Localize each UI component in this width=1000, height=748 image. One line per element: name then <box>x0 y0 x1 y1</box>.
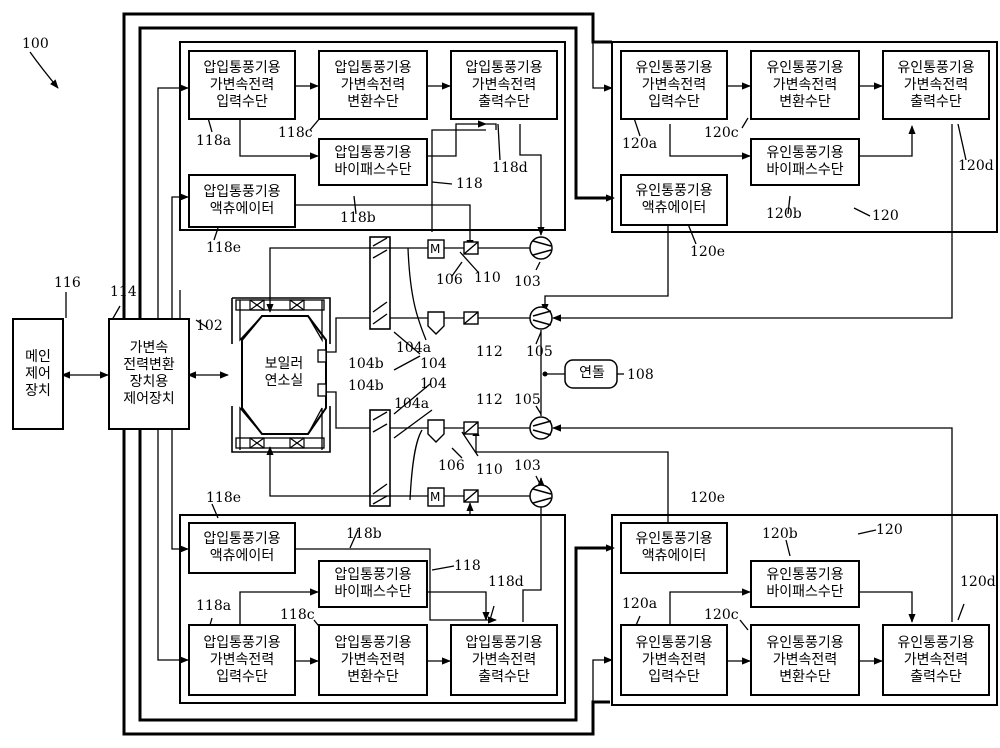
ref-fd-bypass-upper: 118b <box>340 210 376 226</box>
fd-input-box-lower: 압입통풍기용 가변속전력 입력수단 <box>188 624 296 696</box>
ref-fd-actuator-upper: 118e <box>206 240 241 256</box>
id-bypass-box-upper: 유인통풍기용 바이패스수단 <box>750 138 860 186</box>
ref-fd-group-upper: 118 <box>456 176 483 192</box>
ref-id-fan-lower: 105 <box>514 392 541 408</box>
ref-id-convert-lower: 120c <box>704 607 739 623</box>
ref-fd-convert-lower: 118c <box>280 607 315 623</box>
motor-letter-lower: M <box>430 489 440 505</box>
ref-id-output-upper: 120d <box>958 158 994 174</box>
ref-fd-output-lower: 118d <box>488 574 524 590</box>
ref-preheater-lower: 104 <box>420 376 447 392</box>
fd-bypass-box-upper: 압입통풍기용 바이패스수단 <box>318 138 428 186</box>
ref-fd-fan-upper: 103 <box>514 274 541 290</box>
id-input-box-lower: 유인통풍기용 가변속전력 입력수단 <box>620 624 728 696</box>
id-output-box-lower: 유인통풍기용 가변속전력 출력수단 <box>882 624 990 696</box>
ref-fd-bypass-lower: 118b <box>346 526 382 542</box>
fd-actuator-box-lower: 압입통풍기용 액츄에이터 <box>188 522 296 574</box>
id-input-box-upper: 유인통풍기용 가변속전력 입력수단 <box>620 50 728 120</box>
ref-id-bypass-upper: 120b <box>766 206 802 222</box>
ref-fd-convert-upper: 118c <box>278 125 313 141</box>
boiler-label: 보일러 연소실 <box>252 356 316 390</box>
ref-fd-input-upper: 118a <box>196 133 231 149</box>
stack-label: 연돌 <box>572 365 612 382</box>
id-actuator-box-upper: 유인통풍기용 액츄에이터 <box>620 174 728 226</box>
ref-stack: 108 <box>627 367 654 383</box>
ref-id-group-lower: 120 <box>876 522 903 538</box>
ref-preheater-upper: 104 <box>420 356 447 372</box>
ref-fd-actuator-lower: 118e <box>206 490 241 506</box>
fd-output-box-lower: 압입통풍기용 가변속전력 출력수단 <box>450 624 558 696</box>
ref-id-group-upper: 120 <box>872 208 899 224</box>
ref-fd-group-lower: 118 <box>454 558 481 574</box>
ref-fd-fan-lower: 103 <box>514 458 541 474</box>
ref-damper-upper: 106 <box>436 272 463 288</box>
ref-fd-input-lower: 118a <box>196 598 231 614</box>
ref-id-damper-lower: 112 <box>476 392 503 408</box>
ref-id-damper-upper: 112 <box>476 344 503 360</box>
fd-output-box-upper: 압입통풍기용 가변속전력 출력수단 <box>450 50 558 120</box>
id-convert-box-lower: 유인통풍기용 가변속전력 변환수단 <box>750 624 860 696</box>
fd-actuator-box-upper: 압입통풍기용 액츄에이터 <box>188 174 296 228</box>
ref-preheater-a-lower: 104a <box>394 396 429 412</box>
ref-preheater-a-upper: 104a <box>396 340 431 356</box>
ref-boiler: 102 <box>196 318 223 334</box>
fd-convert-box-lower: 압입통풍기용 가변속전력 변환수단 <box>318 624 428 696</box>
vsd-controller-box: 가변속 전력변환 장치용 제어장치 <box>108 318 190 430</box>
ref-fd-damper-upper: 110 <box>474 270 501 286</box>
id-bypass-box-lower: 유인통풍기용 바이패스수단 <box>750 560 860 608</box>
ref-id-output-lower: 120d <box>960 574 996 590</box>
ref-id-convert-upper: 120c <box>704 125 739 141</box>
ref-id-actuator-lower: 120e <box>690 490 725 506</box>
ref-figure: 100 <box>22 36 49 52</box>
ref-damper-lower: 106 <box>438 458 465 474</box>
ref-id-input-upper: 120a <box>622 136 657 152</box>
id-actuator-box-lower: 유인통풍기용 액츄에이터 <box>620 522 728 574</box>
main-controller-box: 메인 제어 장치 <box>12 318 64 430</box>
motor-letter-upper: M <box>430 241 440 257</box>
ref-id-input-lower: 120a <box>622 596 657 612</box>
ref-id-actuator-upper: 120e <box>690 244 725 260</box>
fd-bypass-box-lower: 압입통풍기용 바이패스수단 <box>318 560 428 608</box>
fd-convert-box-upper: 압입통풍기용 가변속전력 변환수단 <box>318 50 428 120</box>
fd-input-box-upper: 압입통풍기용 가변속전력 입력수단 <box>188 50 296 120</box>
ref-fd-damper-lower: 110 <box>476 462 503 478</box>
ref-vsd-controller: 114 <box>110 284 137 300</box>
ref-fd-output-upper: 118d <box>492 160 528 176</box>
ref-preheater-b-lower: 104b <box>348 378 384 394</box>
ref-main-controller: 116 <box>54 275 81 291</box>
ref-id-fan-upper: 105 <box>526 344 553 360</box>
ref-preheater-b-upper: 104b <box>348 356 384 372</box>
ref-id-bypass-lower: 120b <box>762 526 798 542</box>
id-convert-box-upper: 유인통풍기용 가변속전력 변환수단 <box>750 50 860 120</box>
id-output-box-upper: 유인통풍기용 가변속전력 출력수단 <box>882 50 990 120</box>
